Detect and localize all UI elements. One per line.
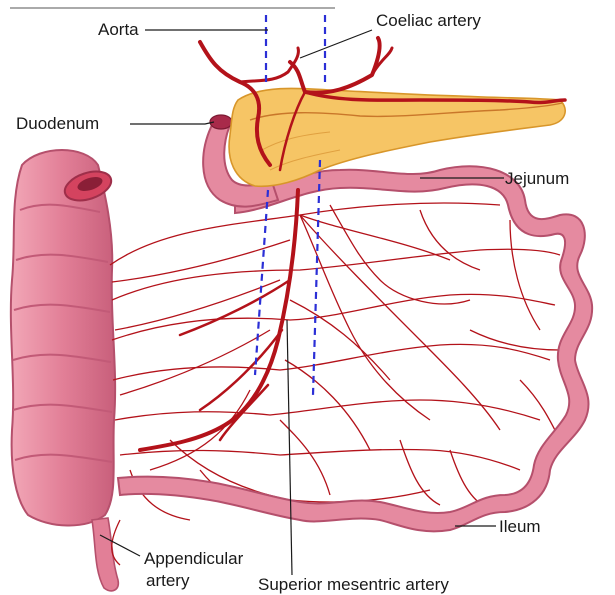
label-aorta: Aorta: [98, 20, 139, 39]
label-coeliac-artery: Coeliac artery: [376, 11, 481, 30]
ascending-colon: [11, 150, 118, 591]
label-ileum: Ileum: [499, 517, 541, 536]
label-appendicular-line1: Appendicular: [144, 549, 244, 568]
label-appendicular-line2: artery: [146, 571, 190, 590]
label-duodenum: Duodenum: [16, 114, 99, 133]
label-superior-mesentric-artery: Superior mesentric artery: [258, 575, 449, 594]
label-jejunum: Jejunum: [505, 169, 569, 188]
